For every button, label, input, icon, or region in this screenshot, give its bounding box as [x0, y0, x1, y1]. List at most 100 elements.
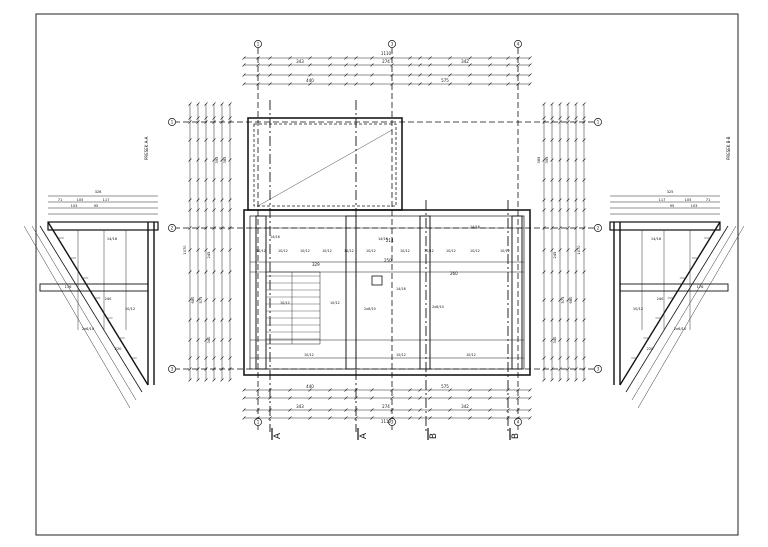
- section-b-label: 220: [647, 347, 655, 351]
- dim-tick: [488, 396, 492, 400]
- dim-tick: [558, 318, 562, 322]
- dim-tick: [468, 408, 472, 412]
- dim-tick: [506, 408, 510, 412]
- rebar-label: 10/12: [278, 249, 288, 253]
- dim-tick: [256, 408, 260, 412]
- dim-tick: [550, 226, 554, 230]
- dim-tick: [582, 367, 586, 371]
- bottom-dim: 342: [461, 404, 469, 409]
- dim-tick: [574, 356, 578, 360]
- top-overall-dim: 1110: [381, 51, 392, 56]
- rebar-label: 10/12: [256, 249, 266, 253]
- dim-tick: [506, 63, 510, 67]
- dim-tick: [516, 388, 520, 392]
- inner-dim: 329: [312, 262, 320, 267]
- dim-tick: [582, 120, 586, 124]
- dim-tick: [188, 116, 192, 120]
- dim-tick: [408, 56, 412, 60]
- dim-tick: [566, 102, 570, 106]
- dim-tick: [428, 408, 432, 412]
- dim-tick: [308, 408, 312, 412]
- dim-tick: [204, 367, 208, 371]
- dim-tick: [242, 63, 246, 67]
- dim-tick: [212, 226, 216, 230]
- dim-tick: [228, 208, 232, 212]
- section-a-label: 71: [58, 198, 63, 202]
- section-b-landing: [619, 283, 729, 292]
- section-a-label: 240: [105, 297, 113, 301]
- dim-tick: [370, 82, 374, 86]
- dim-tick: [542, 367, 546, 371]
- dim-tick: [328, 416, 332, 420]
- dim-tick: [542, 208, 546, 212]
- section-mark: A: [273, 432, 283, 439]
- dim-tick: [582, 338, 586, 342]
- dim-tick: [558, 102, 562, 106]
- dim-tick: [196, 270, 200, 274]
- dim-tick: [566, 226, 570, 230]
- section-b-stair-slab-under: [625, 225, 729, 393]
- dim-tick: [542, 198, 546, 202]
- dim-tick: [516, 63, 520, 67]
- dim-tick: [188, 367, 192, 371]
- section-a-label: 220: [115, 347, 123, 351]
- dim-tick: [574, 248, 578, 252]
- dim-tick: [528, 73, 532, 77]
- dim-tick: [516, 82, 520, 86]
- dim-tick: [574, 178, 578, 182]
- dim-tick: [516, 416, 520, 420]
- dim-tick: [212, 178, 216, 182]
- top-dim: 440: [306, 78, 314, 83]
- dim-tick: [550, 158, 554, 162]
- dim-tick: [528, 396, 532, 400]
- dim-tick: [418, 416, 422, 420]
- dim-tick: [288, 63, 292, 67]
- dim-tick: [256, 56, 260, 60]
- dim-tick: [256, 82, 260, 86]
- dim-tick: [566, 338, 570, 342]
- dim-tick: [268, 396, 272, 400]
- rebar-label: 2x6/10: [364, 307, 376, 311]
- dim-tick: [308, 388, 312, 392]
- dim-tick: [288, 56, 292, 60]
- dim-tick: [390, 388, 394, 392]
- dim-tick: [574, 367, 578, 371]
- rebar-label: 10/12: [330, 301, 340, 305]
- dim-tick: [204, 198, 208, 202]
- dim-tick: [256, 388, 260, 392]
- dim-tick: [268, 416, 272, 420]
- dim-tick: [220, 116, 224, 120]
- dim-tick: [574, 270, 578, 274]
- dim-tick: [542, 270, 546, 274]
- dim-tick: [196, 178, 200, 182]
- dim-tick: [344, 416, 348, 420]
- dim-tick: [220, 120, 224, 124]
- dim-tick: [188, 248, 192, 252]
- dim-tick: [354, 63, 358, 67]
- section-b-label: 14/16: [651, 237, 662, 241]
- rebar-label: 14/16: [470, 225, 480, 229]
- dim-tick: [582, 226, 586, 230]
- dim-tick: [550, 138, 554, 142]
- dim-tick: [574, 138, 578, 142]
- dim-tick: [228, 270, 232, 274]
- dim-tick: [582, 138, 586, 142]
- column-beam: [419, 215, 431, 370]
- dim-tick: [288, 408, 292, 412]
- bottom-overall-dim: 1110: [381, 419, 392, 424]
- dim-tick: [288, 416, 292, 420]
- dim-tick: [220, 226, 224, 230]
- dim-tick: [228, 178, 232, 182]
- dim-tick: [566, 198, 570, 202]
- dim-tick: [196, 248, 200, 252]
- dim-tick: [308, 82, 312, 86]
- dim-tick: [488, 63, 492, 67]
- dim-tick: [582, 208, 586, 212]
- dim-tick: [542, 178, 546, 182]
- dim-tick: [212, 270, 216, 274]
- dim-tick: [558, 120, 562, 124]
- rebar-label: 10/12: [446, 249, 456, 253]
- dim-tick: [188, 138, 192, 142]
- axis-bubble-left-label: 3: [171, 367, 174, 372]
- dim-tick: [220, 158, 224, 162]
